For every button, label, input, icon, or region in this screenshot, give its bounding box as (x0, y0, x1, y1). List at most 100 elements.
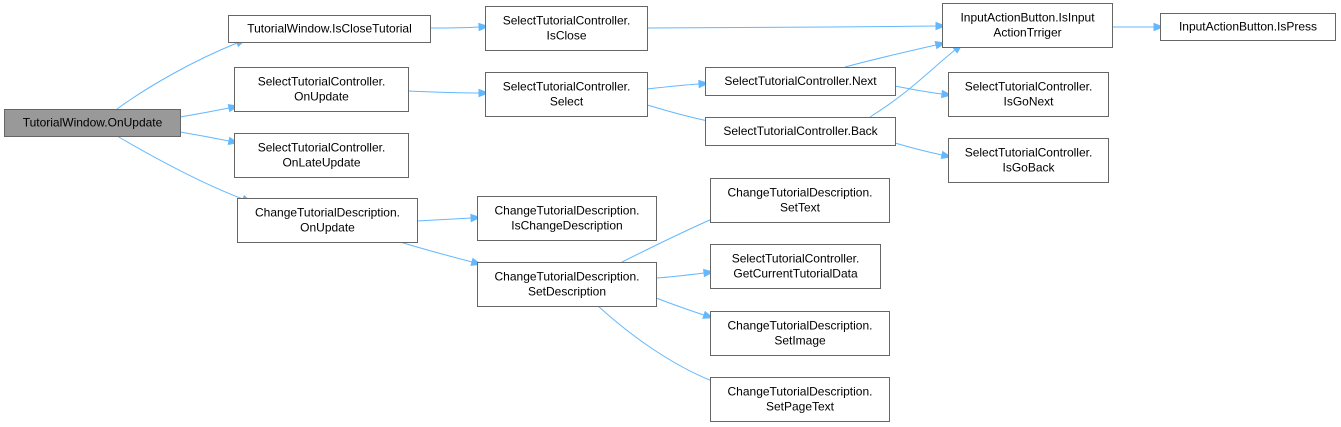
node-ctd-onupdate[interactable]: ChangeTutorialDescription.OnUpdate (237, 198, 418, 243)
node-box (234, 133, 409, 178)
node-box (477, 196, 657, 241)
node-ctd-setdesc[interactable]: ChangeTutorialDescription.SetDescription (477, 262, 657, 307)
node-label-line: SetImage (774, 334, 826, 348)
edge-ctd_onupdate-to-ctd_ischange (416, 213, 482, 223)
node-box (948, 138, 1109, 183)
node-isclosetut[interactable]: TutorialWindow.IsCloseTutorial (228, 15, 431, 43)
node-root[interactable]: TutorialWindow.OnUpdate (4, 109, 181, 137)
edge-arrowhead (698, 79, 710, 89)
edge-arrowhead (1153, 22, 1165, 32)
node-stc-back[interactable]: SelectTutorialController.Back (705, 117, 896, 146)
edge-line (894, 85, 943, 95)
edge-line (407, 90, 480, 94)
edge-line (646, 83, 700, 90)
edge-arrowhead (703, 268, 715, 278)
edge-line (646, 25, 937, 29)
node-stc-next[interactable]: SelectTutorialController.Next (705, 67, 896, 96)
edge-line (621, 218, 713, 263)
node-box (710, 311, 890, 356)
node-box (4, 109, 181, 137)
node-box (485, 72, 648, 117)
node-label-line: SelectTutorialController. (965, 146, 1093, 160)
node-box (710, 244, 881, 289)
edge-line (116, 42, 238, 110)
edge-line (844, 44, 937, 68)
node-label-line: ChangeTutorialDescription. (728, 385, 873, 399)
node-box (948, 72, 1109, 117)
edge-stc_onupdate-to-stc_select (407, 88, 490, 98)
node-box (705, 67, 896, 96)
edge-ctd_onupdate-to-ctd_setdesc (399, 241, 483, 266)
edge-root-to-stc_onupdate (179, 103, 240, 118)
edge-arrowhead (935, 21, 947, 31)
edge-arrowhead (478, 22, 490, 32)
edge-stc_back-to-stc_isgoback (894, 142, 953, 160)
edge-line (655, 297, 705, 316)
node-label-line: SelectTutorialController. (503, 14, 631, 28)
node-label-line: IsGoNext (1003, 95, 1054, 109)
node-ctd-setimage[interactable]: ChangeTutorialDescription.SetImage (710, 311, 890, 356)
node-stc-getdata[interactable]: SelectTutorialController.GetCurrentTutor… (710, 244, 881, 289)
node-stc-isgoback[interactable]: SelectTutorialController.IsGoBack (948, 138, 1109, 183)
edge-arrowhead (478, 88, 490, 98)
edge-line (429, 26, 480, 29)
node-label-line: ActionTrriger (993, 26, 1061, 40)
node-box (942, 3, 1113, 48)
node-stc-onupdate[interactable]: SelectTutorialController.OnUpdate (234, 67, 409, 112)
node-label-line: IsChangeDescription (511, 219, 622, 233)
node-box (237, 198, 418, 243)
edge-line (399, 241, 473, 263)
edge-root-to-ctd_onupdate (116, 135, 253, 203)
edge-arrowhead (470, 213, 482, 223)
node-label-line: SetPageText (766, 400, 835, 414)
edge-line (116, 135, 244, 200)
node-label-line: IsClose (546, 29, 586, 43)
node-label-line: ChangeTutorialDescription. (728, 186, 873, 200)
edge-isclosetut-to-stc_isclose (429, 22, 490, 32)
node-label-line: OnLateUpdate (282, 156, 360, 170)
node-box (234, 67, 409, 112)
edge-ctd_setdesc-to-ctd_setpage (597, 305, 722, 385)
node-label-line: TutorialWindow.OnUpdate (23, 116, 163, 130)
edge-arrowhead (941, 89, 953, 99)
edge-ctd_setdesc-to-ctd_setimage (655, 297, 714, 319)
node-stc-isgonext[interactable]: SelectTutorialController.IsGoNext (948, 72, 1109, 117)
node-box (710, 178, 890, 223)
node-label-line: SelectTutorialController.Next (724, 74, 877, 88)
node-label-line: IsGoBack (1002, 161, 1055, 175)
node-label-line: SelectTutorialController. (258, 141, 386, 155)
edge-stc_next-to-stc_isgonext (894, 85, 953, 99)
node-label-line: ChangeTutorialDescription. (255, 206, 400, 220)
node-ctd-setpage[interactable]: ChangeTutorialDescription.SetPageText (710, 377, 890, 422)
edge-stc_isclose-to-iab_trigger (646, 21, 947, 31)
node-label-line: GetCurrentTutorialData (733, 267, 858, 281)
node-stc-isclose[interactable]: SelectTutorialController.IsClose (485, 6, 648, 51)
node-label-line: ChangeTutorialDescription. (495, 204, 640, 218)
node-ctd-settext[interactable]: ChangeTutorialDescription.SetText (710, 178, 890, 223)
node-label-line: TutorialWindow.IsCloseTutorial (247, 22, 412, 36)
node-label-line: OnUpdate (294, 90, 349, 104)
edge-line (655, 272, 705, 279)
node-label-line: InputActionButton.IsInput (960, 11, 1095, 25)
node-box (228, 15, 431, 43)
edge-root-to-stc_onlate (179, 131, 240, 146)
node-box (477, 262, 657, 307)
edge-line (869, 49, 956, 118)
node-ctd-ischange[interactable]: ChangeTutorialDescription.IsChangeDescri… (477, 196, 657, 241)
node-label-line: SetDescription (528, 285, 606, 299)
node-box (710, 377, 890, 422)
edge-line (894, 142, 943, 156)
node-iab-ispress[interactable]: InputActionButton.IsPress (1160, 13, 1336, 41)
node-label-line: SelectTutorialController. (503, 80, 631, 94)
edge-line (597, 305, 713, 382)
edge-line (416, 217, 472, 222)
node-box (485, 6, 648, 51)
node-label-line: OnUpdate (300, 221, 355, 235)
node-stc-select[interactable]: SelectTutorialController.Select (485, 72, 648, 117)
node-label-line: SelectTutorialController. (732, 252, 860, 266)
edge-root-to-isclosetut (116, 39, 247, 110)
node-stc-onlate[interactable]: SelectTutorialController.OnLateUpdate (234, 133, 409, 178)
edge-line (646, 104, 714, 123)
